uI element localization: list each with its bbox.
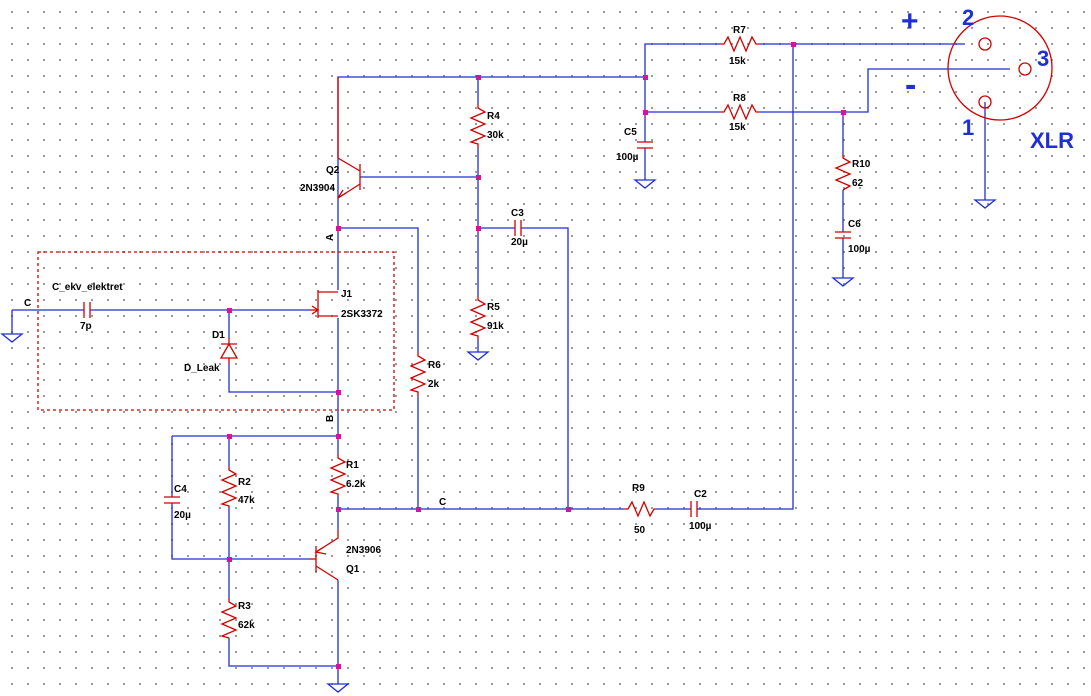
resistor-r8-icon [720,103,760,121]
d1-value: D_Leak [184,363,220,374]
resistor-r6-icon [409,352,427,396]
r8-ref: R8 [733,93,746,104]
r9-value: 50 [634,525,646,536]
r4-value: 30k [487,130,504,141]
c3-ref: C3 [511,208,524,219]
ground-bottom-icon [326,683,350,693]
r10-ref: R10 [852,159,871,170]
capacitor-c3-icon [514,220,522,236]
j1-ref: J1 [341,289,353,300]
transistor-q2-icon [337,77,361,199]
c6-ref: C6 [848,219,861,230]
resistor-r1-icon [329,454,347,496]
net-label-c-left: C [24,298,31,309]
j1-value: 2SK3372 [341,309,383,320]
resistor-r3-icon [220,598,238,639]
junction-nodes [227,42,846,669]
net-labels: A B C C [24,234,446,508]
ground-c5-icon [633,179,657,189]
wires [11,43,1010,684]
r2-value: 47k [238,495,255,506]
r10-value: 62 [852,178,864,189]
c-ekv-ref: C_ekv_elektret [52,282,123,293]
c2-ref: C2 [694,489,707,500]
transistor-q1-icon [310,530,339,581]
q2-value: 2N3904 [300,183,335,194]
capacitor-c6-icon [835,231,851,239]
r4-ref: R4 [487,111,500,122]
d1-ref: D1 [212,330,225,341]
c3-value: 20µ [511,237,528,248]
r1-ref: R1 [346,460,359,471]
r8-value: 15k [729,122,746,133]
capacitors [83,141,851,517]
xlr-pin3-label: 3 [1037,46,1049,71]
resistor-r7-icon [720,35,760,53]
q1-value: 2N3906 [346,545,381,556]
r7-value: 15k [729,56,746,67]
c4-ref: C4 [174,484,187,495]
resistor-r4-icon [469,104,487,148]
capacitor-c2-icon [690,501,698,517]
c5-ref: C5 [624,127,637,138]
r3-value: 62k [238,620,255,631]
net-label-a: A [325,234,336,241]
electret-model-boundary [37,251,395,411]
capacitor-c4-icon [164,496,180,504]
component-labels: R4 30k R5 91k R6 2k R1 6.2k R2 47k R3 62… [52,25,871,631]
ground-r5-icon [466,351,490,361]
ground-c6-icon [831,277,855,287]
q2-ref: Q2 [326,165,340,176]
c6-value: 100µ [848,244,871,255]
c2-value: 100µ [689,521,712,532]
ground-xlr-icon [973,199,997,209]
r5-value: 91k [487,321,504,332]
net-label-c-mid: C [439,497,446,508]
capacitor-c-ekv-icon [83,302,91,318]
resistor-r10-icon [834,155,852,191]
r5-ref: R5 [487,302,500,313]
xlr-pin1-label: 1 [962,115,974,140]
xlr-minus-label: - [905,66,916,104]
xlr-plus-label: + [901,5,919,38]
r3-ref: R3 [238,601,251,612]
xlr-pin2-label: 2 [962,5,974,30]
r6-ref: R6 [428,360,441,371]
xlr-title-label: XLR [1030,128,1074,153]
ground-symbols [0,179,997,693]
c5-value: 100µ [616,152,639,163]
c4-value: 20µ [174,510,191,521]
r7-ref: R7 [733,25,746,36]
resistor-r2-icon [220,466,238,508]
net-label-b: B [325,415,336,422]
ground-left-icon [0,333,24,343]
r1-value: 6.2k [346,479,366,490]
r6-value: 2k [428,379,440,390]
r9-ref: R9 [632,483,645,494]
r2-ref: R2 [238,477,251,488]
q1-ref: Q1 [346,564,360,575]
jfet-j1-icon [310,290,338,318]
capacitor-c5-icon [637,141,653,149]
resistor-r5-icon [469,296,487,340]
resistors [220,35,852,639]
xlr-connector-icon [947,15,1053,121]
diode-d1-icon [219,338,239,364]
resistor-r9-icon [624,500,656,518]
xlr-labels: + - 2 3 1 XLR [901,5,1074,153]
c-ekv-value: 7p [80,321,92,332]
